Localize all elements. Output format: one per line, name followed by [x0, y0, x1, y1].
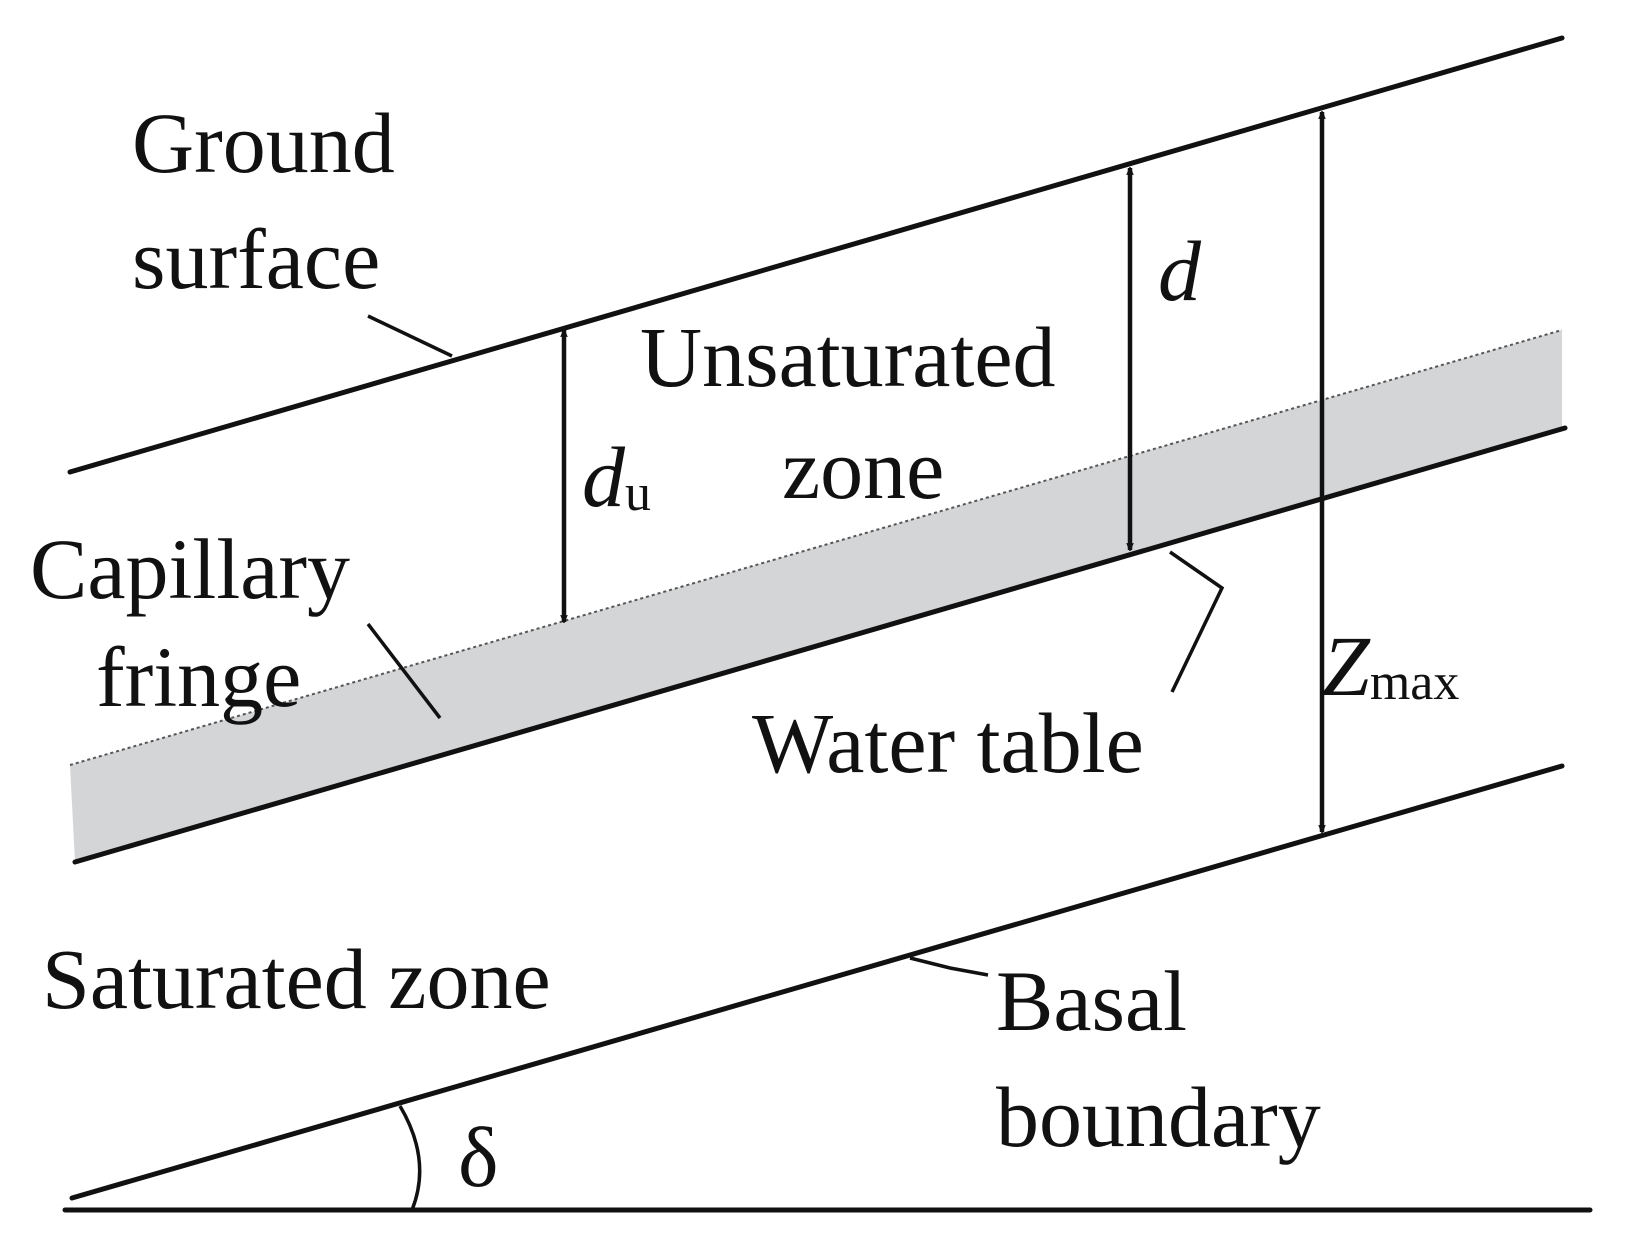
- ground-surface-label-line2: surface: [132, 211, 380, 307]
- zmax-symbol: Zmax: [1322, 618, 1459, 714]
- du-symbol-main: d: [582, 429, 626, 525]
- zmax-symbol-main: Z: [1322, 618, 1371, 714]
- slope-angle-arc: [398, 1105, 422, 1211]
- saturated-zone-label: Saturated zone: [42, 931, 551, 1027]
- unsaturated-zone-label-line2: zone: [782, 421, 944, 517]
- unsaturated-zone-label-line1: Unsaturated: [640, 309, 1056, 405]
- ground-surface-label-line1: Ground: [132, 95, 395, 191]
- capillary-fringe-top-edge: [69, 329, 1563, 766]
- zmax-symbol-subscript: max: [1370, 654, 1460, 711]
- basal-boundary-label-line2: boundary: [996, 1069, 1321, 1165]
- ground-surface-line: [67, 35, 1565, 475]
- water-table-leader: [1169, 550, 1225, 693]
- capillary-fringe-label-line2: fringe: [96, 629, 301, 725]
- du-symbol: du: [582, 429, 651, 525]
- ground-surface-leader: [367, 314, 453, 358]
- d-symbol: d: [1158, 223, 1202, 319]
- basal-boundary-line: [69, 763, 1565, 1201]
- slope-angle-symbol: δ: [458, 1109, 499, 1205]
- capillary-fringe-leader: [366, 622, 442, 720]
- water-table-line: [72, 425, 1568, 865]
- capillary-fringe-label-line1: Capillary: [30, 521, 350, 617]
- basal-boundary-leader: [909, 956, 989, 977]
- water-table-label: Water table: [752, 695, 1144, 791]
- du-symbol-subscript: u: [625, 465, 651, 522]
- capillary-fringe-band: [70, 330, 1562, 862]
- basal-boundary-label-line1: Basal: [996, 953, 1187, 1049]
